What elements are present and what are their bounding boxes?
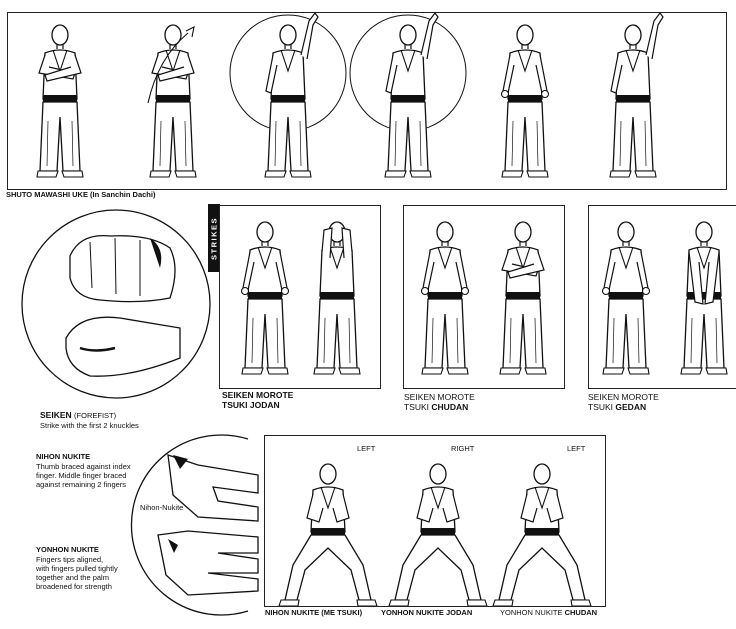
nihon-nukite-description: Thumb braced against index finger. Middl… (36, 462, 131, 489)
nihon-nukite-title: NIHON NUKITE (36, 452, 91, 461)
seiken-morote-tsuki-jodan-panel (219, 205, 381, 389)
seiken-description: Strike with the first 2 knuckles (40, 421, 139, 430)
yonhon-nukite-title: YONHON NUKITE (36, 545, 99, 554)
yonhon-nukite-description: Fingers tips aligned, with fingers pulle… (36, 555, 118, 591)
figure-yonhon-chudan (492, 463, 592, 606)
figure-step-4 (384, 13, 439, 178)
figure-yonhon-jodan (388, 463, 488, 606)
side-label-right: RIGHT (451, 444, 475, 453)
nihon-nukite-hand-label: Nihon-Nukite (140, 503, 184, 512)
nukite-strikes-panel: LEFT RIGHT LEFT (264, 435, 606, 607)
rotation-circle-2 (349, 14, 467, 132)
seiken-morote-tsuki-gedan-panel (588, 205, 736, 389)
shuto-mawashi-uke-sequence (36, 13, 664, 178)
seiken-fist-illustration (21, 209, 211, 399)
yonhon-nukite-chudan-caption: YONHON NUKITE CHUDAN (500, 608, 598, 617)
figure-chudan-1 (420, 221, 470, 375)
figure-step-6 (609, 13, 664, 178)
nihon-nukite-me-tsuki-caption: NIHON NUKITE (ME TSUKI) (265, 608, 363, 617)
figure-jodan-1 (240, 221, 290, 375)
figure-step-5 (500, 24, 550, 178)
shuto-mawashi-uke-caption: SHUTO MAWASHI UKE (In Sanchin Dachi) (6, 190, 156, 199)
rotation-arrow-1 (147, 26, 195, 104)
figure-gedan-1 (601, 221, 651, 375)
figure-step-1 (36, 24, 84, 178)
figure-jodan-2 (313, 221, 361, 375)
shuto-mawashi-uke-panel (7, 12, 727, 190)
figure-gedan-2 (680, 221, 728, 375)
rotation-circle-1 (229, 14, 347, 132)
nukite-hands-illustration (130, 434, 259, 616)
yonhon-nukite-jodan-caption: YONHON NUKITE JODAN (381, 608, 473, 617)
seiken-morote-tsuki-chudan-panel (403, 205, 565, 389)
figure-nihon-nukite (278, 463, 378, 606)
side-label-left-2: LEFT (567, 444, 586, 453)
figure-chudan-2 (499, 221, 547, 375)
seiken-caption: SEIKEN (FOREFIST) (40, 410, 117, 420)
side-label-left-1: LEFT (357, 444, 376, 453)
figure-step-3 (264, 13, 319, 178)
